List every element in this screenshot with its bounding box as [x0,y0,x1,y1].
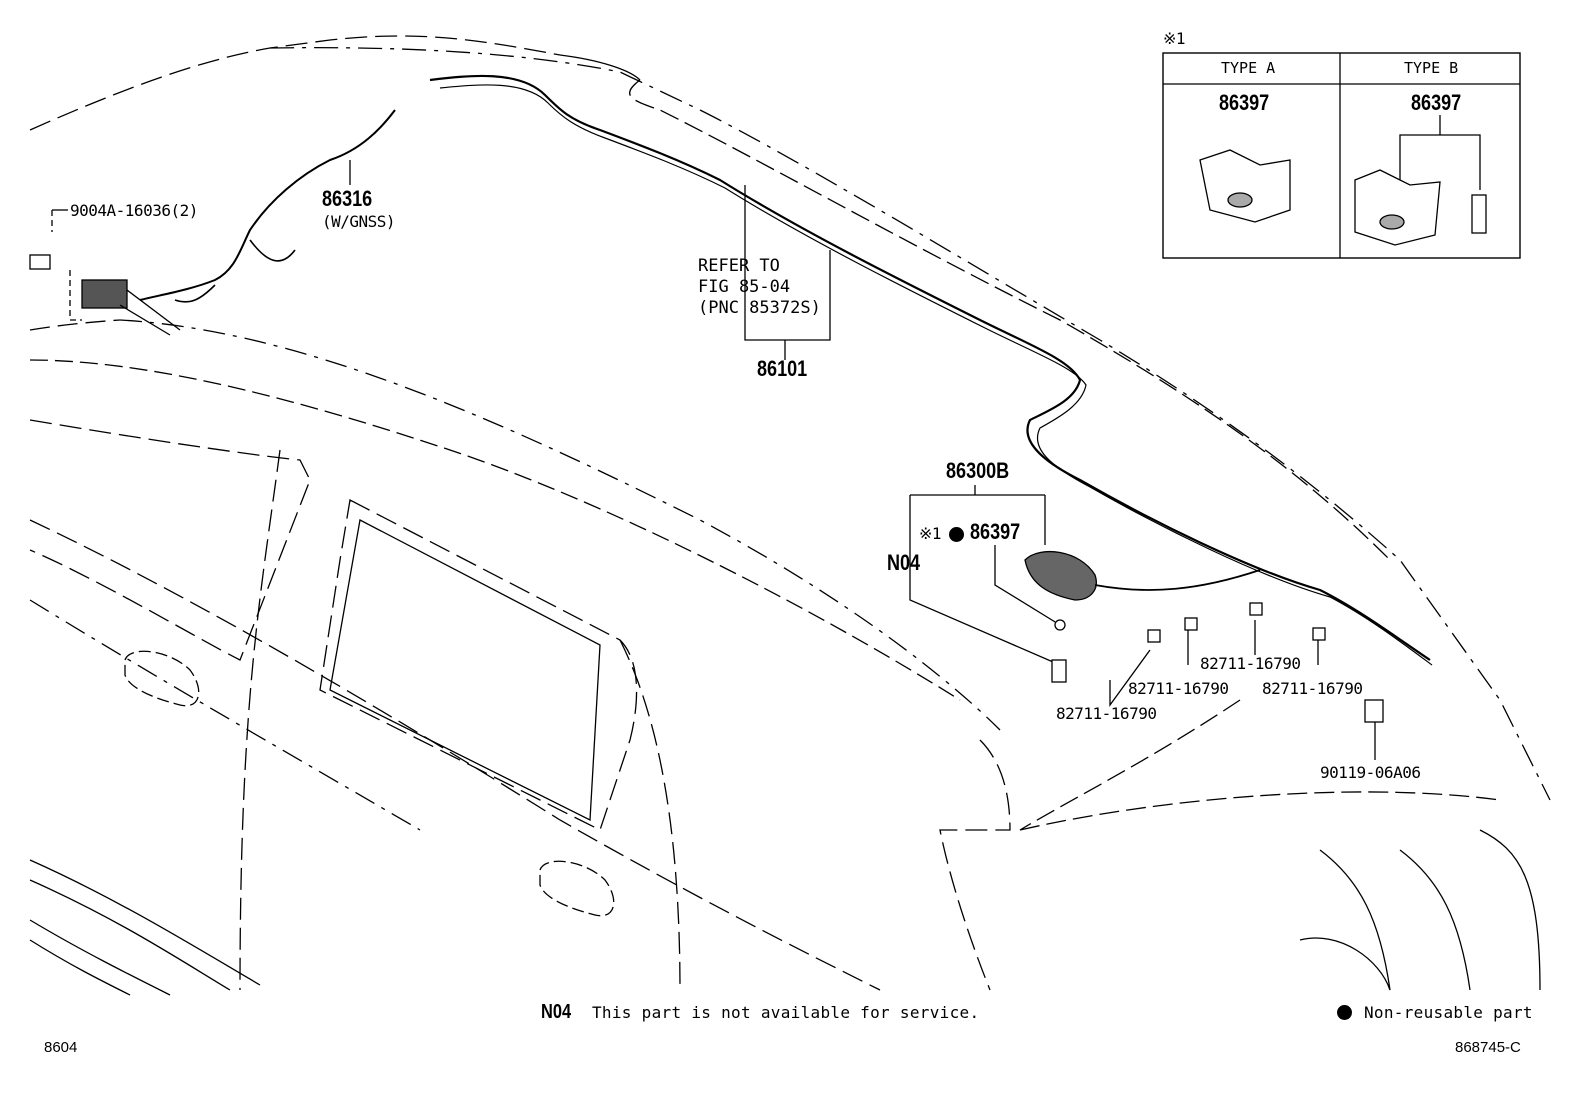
footer-figure-code: 8604 [44,1039,78,1056]
label-gnss-note: (W/GNSS) [322,212,396,231]
clip-nut-icon [1354,169,1441,246]
clip-icon [1312,627,1326,641]
bolt-icon [1051,659,1067,683]
label-refer-3: (PNC 85372S) [698,298,821,318]
label-86316: 86316 [322,186,373,211]
footer-dot-icon [1337,1005,1356,1021]
bolt-icon [1471,194,1487,234]
label-clip-4: 82711-16790 [1262,679,1363,698]
footer-n04-text: This part is not available for service. [592,1003,980,1022]
rear-window [319,499,638,831]
clip-icon [1147,629,1161,643]
label-refer-2: FIG 85-04 [698,277,791,297]
footer-drawing-code: 868745-C [1455,1039,1521,1056]
label-clip-2: 82711-16790 [1128,679,1229,698]
gnss-harness [139,109,396,301]
bolt-icon [29,254,51,270]
clip-icon [1184,617,1198,631]
label-bolt-90119: 90119-06A06 [1320,763,1421,782]
shark-fin-antenna [1024,550,1097,601]
label-86101: 86101 [757,356,808,381]
rear-door-handle [539,860,615,917]
label-clip-1: 82711-16790 [1056,704,1157,723]
label-refer-1: REFER TO [698,256,780,276]
inset-type-a: TYPE A [1221,59,1276,77]
front-door-handle [124,650,200,707]
inset-part-a: 86397 [1219,90,1270,115]
inset-part-b: 86397 [1411,90,1462,115]
label-ref-mark: ※1 [919,524,942,543]
bolt-icon [1364,699,1384,723]
antenna-amplifier [81,279,128,309]
clip-icon [1249,602,1263,616]
antenna-cable [429,74,1431,661]
nut-icon [1054,619,1066,631]
footer-nonreusable-text: Non-reusable part [1364,1003,1533,1022]
front-window [29,419,311,661]
label-clip-3: 82711-16790 [1200,654,1301,673]
inset-type-b: TYPE B [1404,59,1459,77]
nonreusable-dot-icon [949,527,968,543]
clip-nut-icon [1199,149,1291,223]
footer-n04-code: N04 [541,1001,572,1023]
inset-ref: ※1 [1163,29,1186,48]
label-86397: 86397 [970,519,1021,544]
label-bolt-9004A: 9004A-16036(2) [70,201,198,220]
roof-outline [29,35,561,131]
label-n04: N04 [887,550,921,575]
label-86300B: 86300B [946,458,1010,483]
